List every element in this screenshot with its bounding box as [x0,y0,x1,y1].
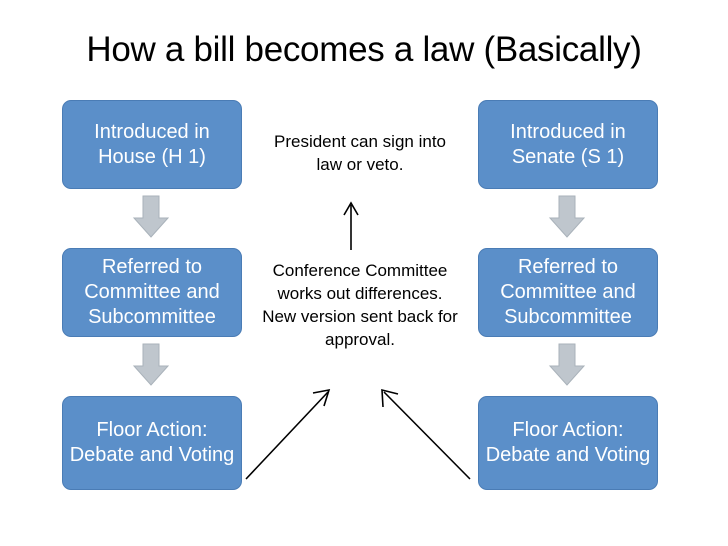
down-arrow-icon [132,343,170,386]
box-senate-committee: Referred to Committee and Subcommittee [478,248,658,337]
arrow-house-2 [132,343,170,386]
down-arrow-icon [132,195,170,238]
box-house-introduced: Introduced in House (H 1) [62,100,242,189]
arrowhead-senate-to-conference [381,388,399,408]
box-label: Referred to Committee and Subcommittee [500,256,636,328]
box-label: Introduced in House (H 1) [94,120,210,168]
down-arrow-icon [548,343,586,386]
box-label: Floor Action: Debate and Voting [485,419,651,466]
arrow-senate-2 [548,343,586,386]
arrowhead-house-to-conference [312,388,331,407]
page-title: How a bill becomes a law (Basically) [86,30,642,69]
note-president: President can sign into law or veto. [274,132,446,174]
arrowhead-up-president [343,201,359,216]
connector-senate-floor-to-conference [383,391,471,480]
connector-house-floor-to-conference [245,391,329,480]
box-house-committee: Referred to Committee and Subcommittee [62,248,242,337]
note-conference: Conference Committee works out differenc… [262,261,458,349]
box-label: Introduced in Senate (S 1) [510,120,626,168]
box-house-floor: Floor Action: Debate and Voting [62,396,242,490]
box-senate-floor: Floor Action: Debate and Voting [478,396,658,490]
box-label: Referred to Committee and Subcommittee [84,256,220,328]
box-label: Floor Action: Debate and Voting [69,419,235,466]
down-arrow-icon [548,195,586,238]
box-senate-introduced: Introduced in Senate (S 1) [478,100,658,189]
arrow-house-1 [132,195,170,238]
arrow-senate-1 [548,195,586,238]
